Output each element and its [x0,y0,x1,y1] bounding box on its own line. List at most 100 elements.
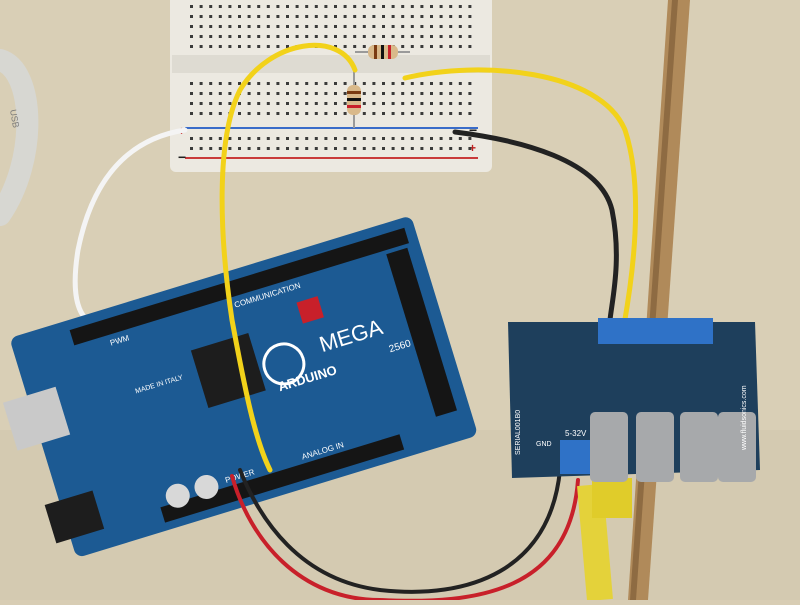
breadboard-hole [353,5,357,8]
breadboard-hole [324,5,328,8]
breadboard-hole [314,137,318,140]
breadboard-hole [266,35,270,38]
breadboard-hole [468,147,472,150]
usb-cable [0,49,39,226]
arduino-capacitor [194,474,219,499]
breadboard-hole [391,137,395,140]
breadboard-hole [468,15,472,18]
breadboard-channel [172,55,490,73]
breadboard-hole [266,147,270,150]
breadboard-hole [218,92,222,95]
breadboard-hole [382,5,385,8]
breadboard-hole [362,25,366,28]
breadboard-hole [439,112,443,115]
breadboard-hole [247,5,251,8]
breadboard-hole [439,92,443,95]
breadboard-hole [190,112,193,115]
breadboard-hole [276,5,280,8]
breadboard-hole [257,92,261,95]
breadboard-hole [257,82,261,85]
breadboard-hole [218,25,222,28]
breadboard-hole [420,92,424,95]
breadboard-hole [209,5,213,8]
breadboard-hole [295,82,299,85]
breadboard-hole [314,147,318,150]
breadboard-hole [295,102,299,105]
breadboard-hole [362,35,366,38]
breadboard-hole [286,82,289,85]
breadboard-hole [343,45,347,48]
breadboard-hole [199,92,203,95]
breadboard-hole [362,15,366,18]
breadboard-hole [238,112,241,115]
breadboard-hole [324,35,328,38]
breadboard-hole [362,92,366,95]
breadboard-hole [228,25,232,28]
breadboard-hole [420,82,424,85]
breadboard-hole [305,35,309,38]
breadboard-hole [286,112,289,115]
breadboard-hole [257,147,261,150]
breadboard-hole [343,92,347,95]
breadboard-hole [276,15,280,18]
breadboard-hole [218,112,222,115]
breadboard-hole [458,45,462,48]
breadboard-hole [372,5,376,8]
breadboard-hole [468,137,472,140]
breadboard-hole [218,137,222,140]
breadboard-hole [257,15,261,18]
breadboard-hole [382,147,385,150]
breadboard-hole [209,112,213,115]
breadboard-hole [228,82,232,85]
breadboard-hole [199,15,203,18]
ethernet-cable [577,483,613,602]
breadboard-hole [286,35,289,38]
mosfet-4 [718,412,756,482]
breadboard-hole [228,92,232,95]
breadboard-hole [391,25,395,28]
breadboard-hole [410,15,414,18]
shield-serial: SERIAL001B0 [515,410,522,455]
breadboard-hole [305,5,309,8]
breadboard-hole [420,102,424,105]
breadboard-hole [362,137,366,140]
breadboard-hole [362,102,366,105]
breadboard-hole [190,147,193,150]
breadboard-hole [324,112,328,115]
breadboard-hole [343,25,347,28]
breadboard-hole [276,137,280,140]
arduino-mega-board: ARDUINO MEGA 2560 MADE IN ITALY POWER AN… [2,217,477,557]
breadboard-hole [334,25,337,28]
breadboard-hole [353,25,357,28]
breadboard-hole [266,5,270,8]
breadboard-hole [276,92,280,95]
breadboard-hole [314,112,318,115]
breadboard-hole [218,5,222,8]
mosfet-1 [590,412,628,482]
breadboard-hole [190,92,193,95]
breadboard-hole [449,25,453,28]
breadboard-hole [401,35,405,38]
breadboard-hole [458,92,462,95]
breadboard-hole [324,147,328,150]
yellow-wire-right [402,67,639,328]
breadboard-hole [199,82,203,85]
breadboard-hole [468,25,472,28]
breadboard-hole [362,45,366,48]
breadboard-hole [449,92,453,95]
breadboard-hole [314,92,318,95]
breadboard-hole [228,102,232,105]
breadboard-hole [305,82,309,85]
breadboard-hole [295,112,299,115]
breadboard-hole [391,92,395,95]
breadboard-hole [324,92,328,95]
breadboard-hole [468,45,472,48]
breadboard-hole [334,82,337,85]
breadboard-hole [401,92,405,95]
breadboard-hole [324,82,328,85]
breadboard-hole [343,15,347,18]
breadboard-hole [439,102,443,105]
breadboard-hole [420,147,424,150]
breadboard: + − + − [170,0,492,172]
